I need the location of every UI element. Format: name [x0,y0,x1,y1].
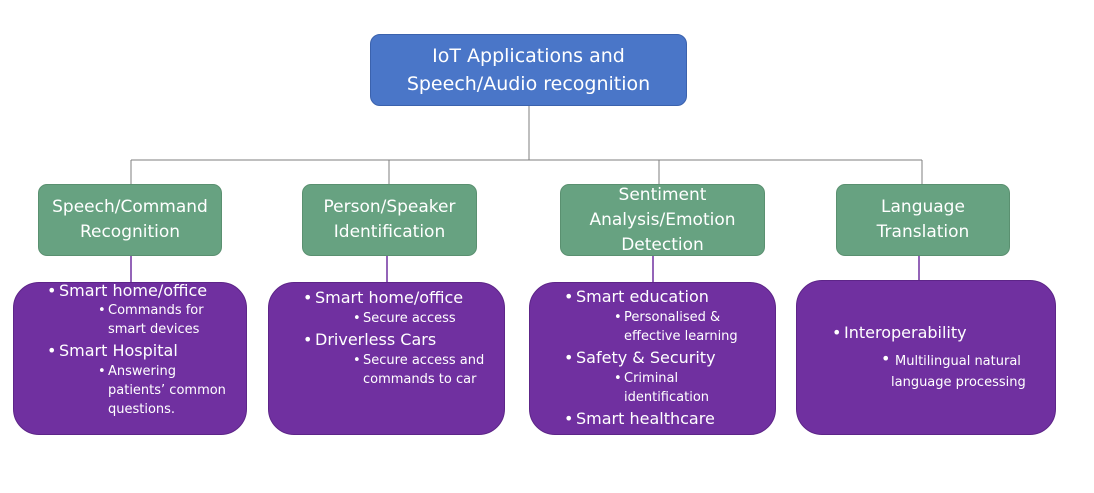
root-title-line-1: IoT Applications and [432,45,625,67]
bullet-icon: • [303,288,313,307]
bullet-icon: • [564,409,574,428]
detail-box-speech-command: • Smart home/office • Commands for smart… [13,281,247,435]
bullet-icon: • [98,303,106,318]
bullet-icon: • [564,287,574,306]
detail-item: Safety & Security [576,348,716,367]
category-label-line: Person/Speaker [323,197,456,217]
detail-subitem: Criminal [624,371,679,386]
detail-subitem: patients’ common [108,383,226,398]
category-label-line: Speech/Command [52,197,208,217]
detail-subitem: Secure access and [363,353,485,368]
category-label-line: Translation [876,222,970,242]
category-label-line: Detection [621,234,704,255]
detail-item: Smart home/office [59,281,208,300]
bullet-icon: • [881,349,891,368]
detail-subitem: Personalised & [624,310,721,325]
bullet-icon: • [47,281,57,300]
detail-subitem: effective learning [624,329,738,344]
detail-item: Smart home/office [315,288,464,307]
category-label-line: Identification [333,222,446,242]
category-label-line: Sentiment [618,184,707,205]
category-node-speech-command: Speech/Command Recognition [38,184,222,256]
detail-subitem: language processing [891,375,1026,390]
bullet-icon: • [614,310,622,325]
detail-item: Smart Hospital [59,341,178,360]
category-node-person-speaker: Person/Speaker Identification [302,184,477,256]
category-label-line: Analysis/Emotion [589,209,736,230]
bullet-icon: • [614,371,622,386]
detail-subitem: Answering [108,364,176,379]
detail-box-language: • Interoperability • Multilingual natura… [796,280,1056,435]
root-title-line-2: Speech/Audio recognition [406,73,651,95]
detail-subitem: smart devices [108,322,200,337]
detail-subitem: identification [624,390,710,405]
detail-item: Driverless Cars [315,330,437,349]
detail-subitem: Commands for [108,303,204,318]
category-node-sentiment: Sentiment Analysis/Emotion Detection [560,184,765,256]
bullet-icon: • [47,341,57,360]
detail-subitem: Secure access [363,311,456,326]
category-label-line: Language [881,197,965,217]
detail-item: Interoperability [844,323,967,342]
detail-box-person-speaker: • Smart home/office • Secure access • Dr… [268,282,505,435]
category-node-language: Language Translation [836,184,1010,256]
root-node: IoT Applications and Speech/Audio recogn… [370,34,687,106]
bullet-icon: • [353,311,361,326]
category-label-line: Recognition [79,222,181,242]
detail-item: Smart education [576,287,709,306]
bullet-icon: • [98,364,106,379]
bullet-icon: • [303,330,313,349]
detail-subitem: commands to car [363,372,477,387]
detail-box-sentiment: • Smart education • Personalised & effec… [529,282,776,435]
detail-item: Smart healthcare [576,409,715,428]
bullet-icon: • [832,323,842,342]
bullet-icon: • [353,353,361,368]
detail-subitem: Multilingual natural [895,354,1021,369]
detail-subitem: questions. [108,402,176,417]
bullet-icon: • [564,348,574,367]
